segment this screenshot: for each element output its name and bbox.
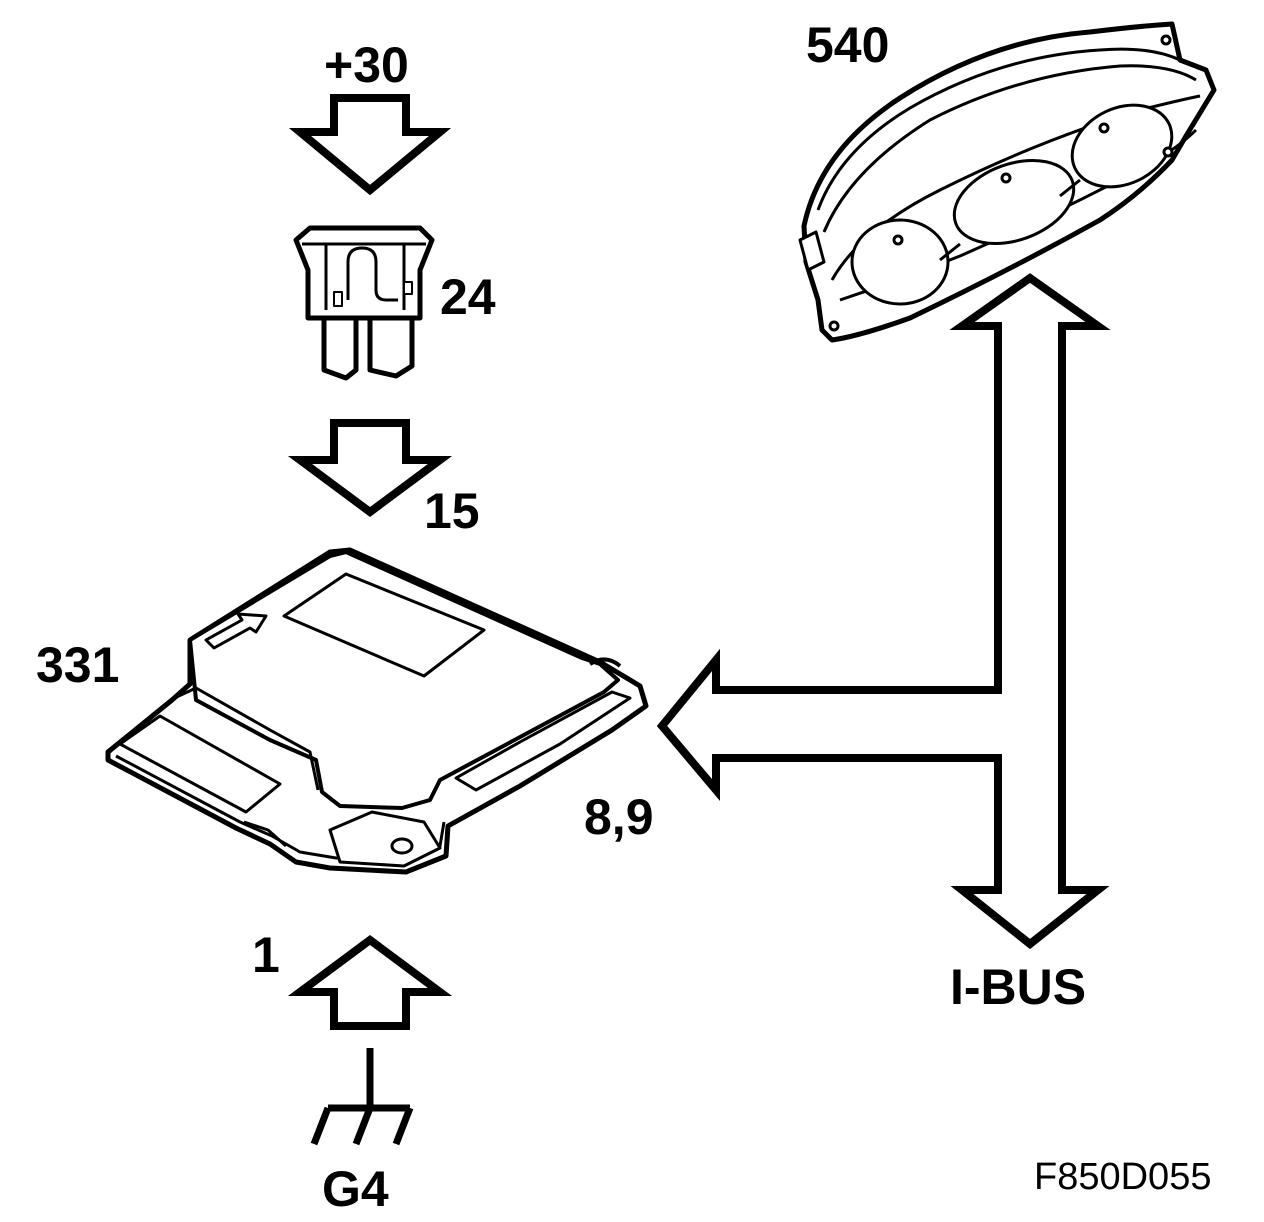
supply-label: +30 bbox=[324, 37, 409, 93]
bus-label: I-BUS bbox=[950, 959, 1087, 1015]
instrument-cluster-label: 540 bbox=[806, 17, 890, 73]
ground-arrow bbox=[287, 935, 453, 1030]
fuse-output-arrow bbox=[287, 419, 453, 517]
ground-pin-label: 1 bbox=[252, 927, 280, 983]
control-module-label: 331 bbox=[36, 637, 120, 693]
bus-pins-label: 8,9 bbox=[584, 789, 654, 845]
fuse-label: 24 bbox=[440, 269, 496, 325]
control-module-icon bbox=[105, 547, 649, 875]
blade-fuse-icon bbox=[293, 225, 435, 381]
supply-arrow bbox=[288, 94, 452, 196]
ground-point-label: G4 bbox=[322, 1161, 389, 1217]
instrument-cluster-icon bbox=[798, 21, 1217, 343]
figure-code: F850D055 bbox=[1034, 1156, 1212, 1198]
ibus-arrow bbox=[656, 273, 1111, 950]
fuse-output-label: 15 bbox=[424, 483, 480, 539]
ground-symbol-icon bbox=[310, 1048, 414, 1146]
